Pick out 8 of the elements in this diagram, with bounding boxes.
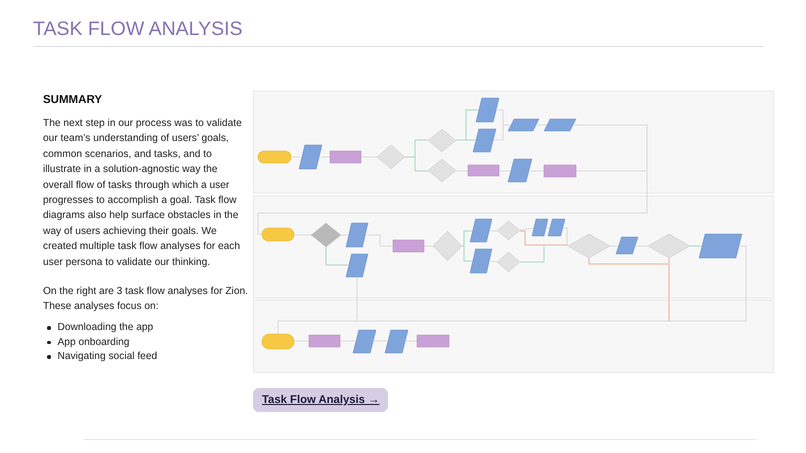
list-item-text: App onboarding [58, 336, 130, 350]
list-item-text: Navigating social feed [58, 350, 158, 364]
list-item-text: Downloading the app [58, 321, 154, 336]
summary-paragraph: The next step in our process was to validate our team’s understanding of users’ goals, common scenarios, and tasks, and to illustrate in a solution-agnostic way the overall flow of tasks through which a user progresses to accomplish a goal. Task flow diagrams also help surface obstacles in the way of users achieving their goals. We created multiple task flow analyses for each user persona to validate our thinking. [43, 117, 243, 270]
summary-paragraph: On the right are 3 task flow analyses for Zion. These analyses focus on: [43, 285, 249, 314]
link-button: Task Flow Analysis → [253, 388, 388, 412]
page-title: TASK FLOW ANALYSIS [33, 17, 243, 41]
section-heading: SUMMARY [43, 93, 102, 108]
